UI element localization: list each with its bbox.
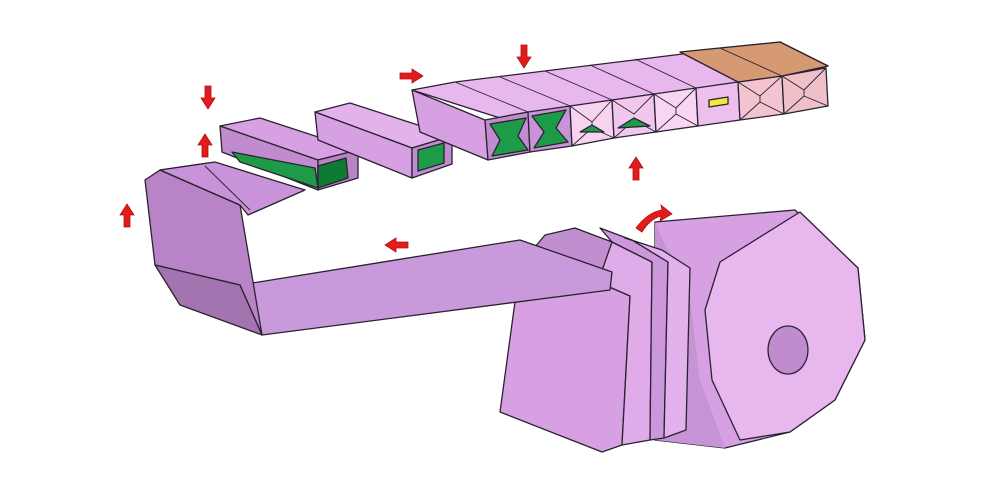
carton-c-green <box>579 124 605 133</box>
tube-segment-2 <box>314 102 453 179</box>
carton-f-label-yellow <box>708 96 729 108</box>
arrow-icon <box>200 85 216 110</box>
carton-g-front <box>737 75 785 121</box>
arrow-icon <box>399 68 424 84</box>
arrow-icon <box>384 237 409 253</box>
roll-core-icon <box>767 325 809 375</box>
carton-tan-divider <box>719 47 783 77</box>
forming-crease <box>204 165 251 211</box>
arrow-icon <box>628 156 644 181</box>
curved-arrow-icon <box>635 203 673 233</box>
carton-tan-tops <box>679 41 829 83</box>
forming-rising-panel <box>159 161 306 216</box>
tube-forming-section <box>144 161 306 336</box>
motion-arrows <box>119 44 673 253</box>
tube2-content-green <box>417 142 445 172</box>
web-fold-3 <box>624 237 691 439</box>
carton-d-front <box>611 93 657 139</box>
arrow-icon <box>119 203 135 228</box>
carton-d-green <box>617 117 651 129</box>
carton-b-content <box>531 109 569 149</box>
arrow-icon <box>197 133 213 158</box>
tube1-content-end <box>317 157 349 189</box>
tube-segment-1 <box>219 117 359 191</box>
carton-chain <box>411 41 829 161</box>
forming-front-face <box>154 264 263 336</box>
arrow-icon <box>516 44 532 69</box>
carton-a-content <box>489 117 529 157</box>
carton-g-fold <box>737 75 785 121</box>
carton-e-fold <box>653 87 699 133</box>
chain-top-dividers <box>454 58 697 113</box>
carton-h-fold <box>781 67 829 115</box>
